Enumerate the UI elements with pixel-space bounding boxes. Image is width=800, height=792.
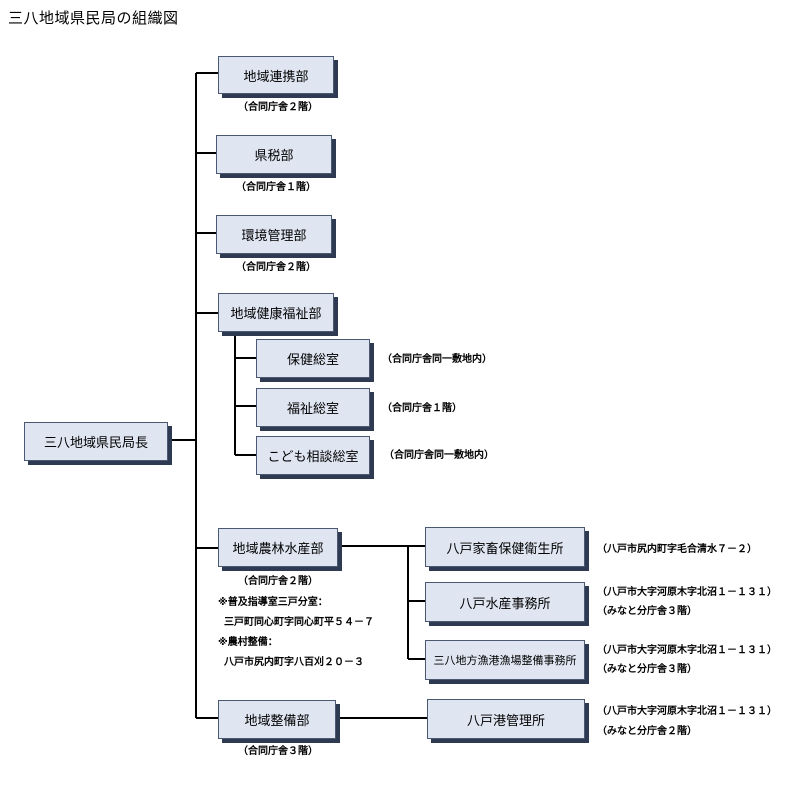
dept-box-norin-suisan: 地域農林水産部 bbox=[218, 528, 338, 567]
dept-label: 地域連携部 bbox=[243, 69, 309, 85]
agri-note: ※農村整備： bbox=[218, 637, 278, 648]
agri-note: 八戸市尻内町字八百刈２０－３ bbox=[224, 657, 364, 668]
head-label: 三八地域県民局長 bbox=[43, 436, 148, 451]
dept-location: （合同庁舎２階） bbox=[236, 262, 316, 273]
office-box-kachiku: 八戸家畜保健衛生所 bbox=[425, 527, 585, 567]
office-label: 三八地方漁港漁場整備事務所 bbox=[433, 654, 577, 667]
office-box-gyoko: 三八地方漁港漁場整備事務所 bbox=[425, 640, 585, 680]
dept-label: 県税部 bbox=[254, 149, 294, 164]
dept-label: 地域農林水産部 bbox=[232, 542, 324, 557]
office-label: 保健総室 bbox=[286, 353, 339, 368]
dept-box-chiiki-renkei: 地域連携部 bbox=[218, 56, 334, 94]
office-box-suisan-jimusho: 八戸水産事務所 bbox=[425, 582, 585, 622]
office-box-fukushi: 福祉総室 bbox=[256, 388, 370, 427]
office-address: （みなと分庁舎２階） bbox=[597, 726, 697, 737]
office-address: （八戸市大字河原木字北沼１－１３１） bbox=[597, 706, 777, 717]
office-address: （八戸市尻内町字毛合清水７－２） bbox=[597, 544, 757, 555]
office-location: （合同庁舎同一敷地内） bbox=[382, 354, 492, 365]
office-address: （八戸市大字河原木字北沼１－１３１） bbox=[597, 645, 777, 656]
dept-location: （合同庁舎３階） bbox=[238, 746, 318, 757]
office-label: 八戸港管理所 bbox=[466, 713, 545, 729]
office-label: 福祉総室 bbox=[286, 402, 339, 417]
agri-note: ※普及指導室三戸分室： bbox=[218, 597, 328, 608]
office-box-hoken: 保健総室 bbox=[256, 339, 370, 378]
office-location: （合同庁舎同一敷地内） bbox=[384, 450, 494, 461]
office-address: （みなと分庁舎３階） bbox=[597, 606, 697, 617]
office-location: （合同庁舎１階） bbox=[382, 403, 462, 414]
office-address: （八戸市大字河原木字北沼１－１３１） bbox=[597, 587, 777, 598]
office-label: こども相談総室 bbox=[267, 450, 359, 465]
dept-box-kenko-fukushi: 地域健康福祉部 bbox=[218, 293, 334, 332]
office-label: 八戸水産事務所 bbox=[459, 596, 551, 612]
office-box-port: 八戸港管理所 bbox=[427, 699, 585, 739]
agri-note: 三戸町同心町字同心町平５４－７ bbox=[224, 617, 374, 628]
head-box: 三八地域県民局長 bbox=[24, 422, 168, 461]
dept-label: 環境管理部 bbox=[241, 229, 307, 244]
dept-location: （合同庁舎１階） bbox=[236, 182, 316, 193]
page-title: 三八地域県民局の組織図 bbox=[8, 9, 179, 27]
dept-location: （合同庁舎２階） bbox=[238, 102, 318, 113]
dept-box-kankyo: 環境管理部 bbox=[216, 215, 332, 254]
dept-label: 地域健康福祉部 bbox=[230, 307, 322, 322]
office-address: （みなと分庁舎３階） bbox=[597, 664, 697, 675]
dept-label: 地域整備部 bbox=[244, 714, 310, 729]
office-label: 八戸家畜保健衛生所 bbox=[446, 541, 564, 557]
dept-location: （合同庁舎２階） bbox=[238, 576, 318, 587]
office-box-kodomo: こども相談総室 bbox=[256, 436, 370, 475]
dept-box-seibi: 地域整備部 bbox=[218, 700, 336, 739]
dept-box-kenzei: 県税部 bbox=[216, 135, 332, 174]
